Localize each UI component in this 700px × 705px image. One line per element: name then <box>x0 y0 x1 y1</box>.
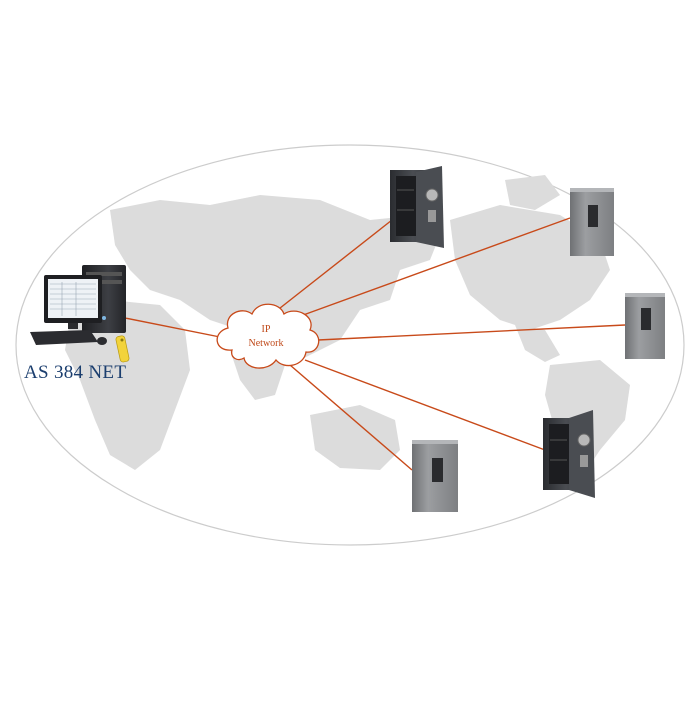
cloud-shape <box>216 303 320 369</box>
safe-keypad-icon <box>641 308 651 330</box>
mouse <box>97 337 107 345</box>
link-cloud-safe-3 <box>317 324 626 341</box>
map-eurasia <box>110 195 440 360</box>
key-tag-icon <box>115 335 130 363</box>
ip-network-cloud: IP Network <box>216 303 320 369</box>
safe-grey-5 <box>412 440 458 512</box>
safe-dial-icon <box>425 188 439 202</box>
safe-door <box>416 166 444 248</box>
pc-power-icon <box>102 316 106 320</box>
safe-grey-3 <box>625 293 665 359</box>
cloud-label-line1: IP <box>262 324 271 335</box>
monitor-screen <box>48 279 98 318</box>
safe-dial-icon <box>577 433 591 447</box>
map-greenland <box>505 175 560 210</box>
safe-top <box>412 440 458 444</box>
link-cloud-safe-4 <box>304 359 546 451</box>
monitor-stand <box>68 323 78 329</box>
link-cloud-safe-5 <box>289 364 413 471</box>
pc-drive-bay <box>86 280 122 284</box>
cloud-label-line2: Network <box>249 338 284 349</box>
safe-top <box>625 293 665 297</box>
link-cloud-safe-1 <box>274 219 393 313</box>
safe-keypad-icon <box>580 455 588 467</box>
safe-grey-2 <box>570 188 614 256</box>
map-australia <box>310 405 400 470</box>
safe-keypad-icon <box>428 210 436 222</box>
safe-dark-open-4 <box>543 410 595 498</box>
screen-table-icon <box>50 282 96 316</box>
link-cloud-safe-2 <box>294 217 571 319</box>
pc-drive-bay <box>86 272 122 276</box>
keyboard <box>30 330 98 345</box>
safe-keypad-icon <box>588 205 598 227</box>
safe-door <box>569 410 595 498</box>
computer-workstation <box>30 265 130 363</box>
safe-interior <box>549 424 569 484</box>
map-africa <box>65 300 190 470</box>
safe-dark-open-1 <box>390 166 444 248</box>
safe-interior <box>396 176 416 236</box>
safe-keypad-icon <box>432 458 443 482</box>
link-computer-cloud <box>124 317 226 339</box>
links <box>124 217 626 471</box>
safe-top <box>570 188 614 192</box>
map-central-america <box>515 325 560 362</box>
system-label: AS 384 NET <box>24 362 127 383</box>
